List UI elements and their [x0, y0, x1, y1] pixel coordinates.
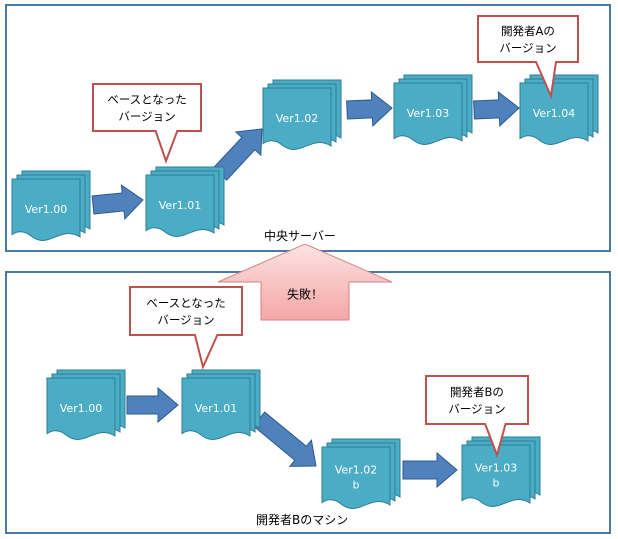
local-version-doc-label: Ver1.00 [60, 402, 102, 415]
flow-arrow [252, 411, 317, 467]
server-version-doc: Ver1.02 [262, 79, 342, 150]
local-version-doc: Ver1.02 b [321, 438, 401, 509]
developer-a-callout-text: バージョン [499, 41, 556, 55]
server-version-doc-label: Ver1.04 [533, 107, 575, 120]
server-version-doc: Ver1.01 [145, 166, 225, 237]
local-version-doc-label: b [493, 477, 500, 490]
local-version-doc: Ver1.01 [181, 369, 261, 440]
local-version-doc-label: Ver1.01 [195, 402, 237, 415]
local-version-doc-label: Ver1.02 [335, 464, 377, 477]
developer-b-callout-text: バージョン [448, 402, 505, 416]
server-version-doc-label: Ver1.02 [276, 112, 318, 125]
server-version-doc-label: Ver1.03 [407, 107, 449, 120]
local-version-doc: Ver1.00 [46, 369, 126, 440]
flow-arrow [346, 90, 393, 127]
server-version-doc: Ver1.03 [393, 74, 473, 145]
base-version-callout-text: ベースとなった [107, 93, 187, 107]
local-version-doc-label: b [353, 479, 360, 492]
local-version-doc-label: Ver1.03 [475, 462, 517, 475]
base-version-callout-text: バージョン [157, 313, 214, 327]
flow-arrow [212, 128, 263, 181]
developer-b-machine-label: 開発者Bのマシン [254, 511, 351, 528]
base-version-callout-text: ベースとなった [146, 296, 226, 310]
failed-push-label: 失敗！ [287, 287, 323, 302]
base-version-callout-text: バージョン [118, 110, 175, 124]
failed-push-arrow: 失敗！ [217, 243, 393, 321]
server-version-doc: Ver1.00 [11, 170, 91, 241]
local-version-doc: Ver1.03 b [461, 436, 541, 507]
server-version-doc: Ver1.04 [519, 74, 599, 145]
flow-arrow [402, 451, 458, 489]
central-server-label: 中央サーバー [262, 227, 338, 244]
server-version-doc-label: Ver1.00 [25, 203, 67, 216]
flow-arrow [126, 386, 179, 424]
developer-a-callout-text: 開発者Aの [501, 24, 555, 38]
developer-b-callout-text: 開発者Bの [450, 385, 504, 399]
flow-arrow [473, 90, 520, 127]
server-version-doc-label: Ver1.01 [159, 199, 201, 212]
flow-arrow [91, 184, 144, 221]
